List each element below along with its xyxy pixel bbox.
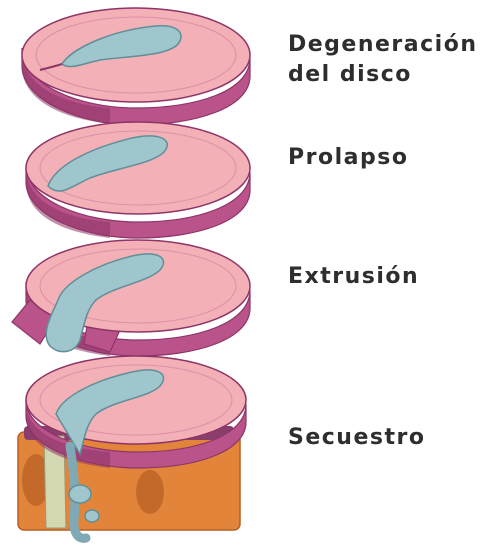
pedicle-right (136, 470, 164, 514)
disc-degeneration-illustration (22, 8, 250, 125)
disc-top-surface (26, 356, 246, 444)
label-sequestration: Secuestro (288, 423, 425, 453)
disc-top-surface (26, 122, 250, 214)
label-line: del disco (288, 60, 478, 90)
label-prolapse: Prolapso (288, 143, 408, 173)
label-extrusion: Extrusión (288, 262, 419, 292)
label-disc-degeneration: Degeneración del disco (288, 30, 478, 90)
sequestered-fragment (69, 485, 91, 503)
prolapse-illustration (26, 122, 250, 238)
label-line: Prolapso (288, 143, 408, 173)
sequestration-illustration (18, 356, 246, 538)
label-line: Secuestro (288, 423, 425, 453)
label-line: Extrusión (288, 262, 419, 292)
label-line: Degeneración (288, 30, 478, 60)
sequestered-fragment (85, 510, 99, 522)
extrusion-illustration (12, 240, 250, 356)
